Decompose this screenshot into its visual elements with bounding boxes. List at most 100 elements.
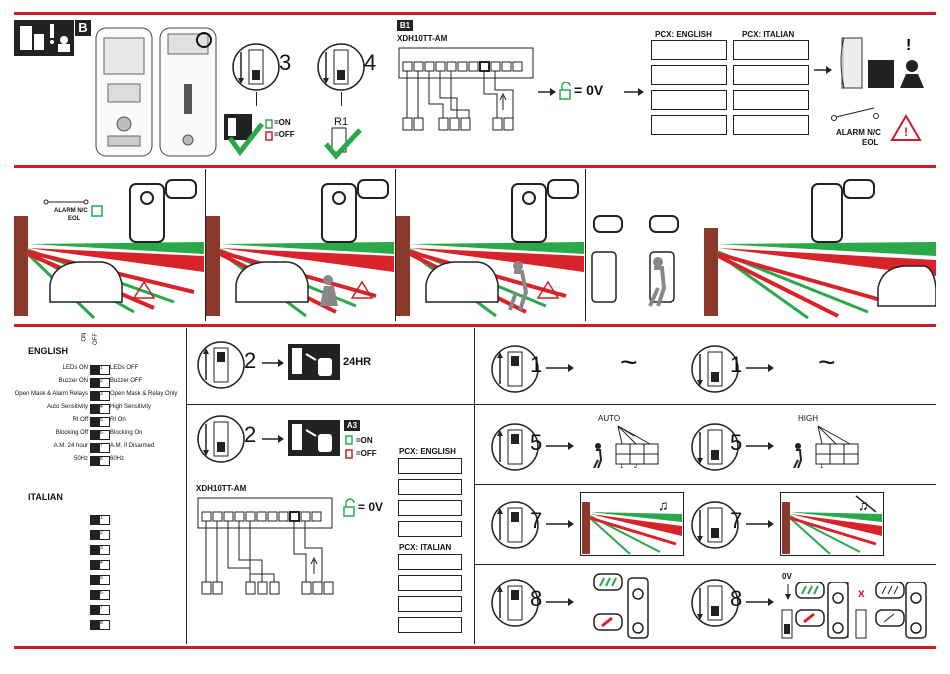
r1-check xyxy=(324,126,374,160)
switch-left-label: Open Mask & Alarm Relays xyxy=(14,391,88,397)
pcx-en-mid-2 xyxy=(398,479,462,495)
dip-switch-4: 4 xyxy=(316,42,386,92)
pcx-en-box-2 xyxy=(651,65,727,85)
switch-right-label: Buzzer OFF xyxy=(110,378,143,384)
on-header: ON xyxy=(81,332,88,342)
switch-left-label: Buzzer ON xyxy=(58,378,88,384)
switch-right-label: Blocking On xyxy=(110,430,143,436)
switch-number: 8 xyxy=(100,456,103,462)
dip-toggle xyxy=(90,515,110,525)
switch-number: 6 xyxy=(100,430,103,436)
pcx-en-box-3 xyxy=(651,90,727,110)
pcx-en-mid-3 xyxy=(398,500,462,516)
italian-switch-row-7: 7 xyxy=(70,604,130,616)
red-line-2 xyxy=(14,165,936,168)
svg-text:♫: ♫ xyxy=(858,497,869,513)
arrow-down-4 xyxy=(341,92,342,106)
mask-a3-icon xyxy=(288,420,340,456)
italian-switch-row-2: 2 xyxy=(70,529,130,541)
switch-row-6: Blocking Off 6 Blocking On xyxy=(14,429,184,441)
ov-label: 0V xyxy=(782,572,792,581)
pcx-it-box-4 xyxy=(733,115,809,135)
switch-left-label: A.M. 24 hour xyxy=(53,443,88,449)
pcx-en-mid-4 xyxy=(398,521,462,537)
switch-right-label: A.M. if Disarmed xyxy=(110,443,155,449)
zero-volt-mid: = 0V xyxy=(342,498,390,520)
pcx-en-box-4 xyxy=(651,115,727,135)
buzzer-on-scene: ♫ xyxy=(579,491,685,557)
b1-tag: B1 xyxy=(397,20,413,31)
dip-switch-1-down: 1 xyxy=(690,344,780,394)
dip-switch-2-a: 2 xyxy=(196,340,266,390)
scene-4-anti-mask xyxy=(588,172,937,320)
dip-toggle xyxy=(90,545,110,555)
dip-toggle xyxy=(90,620,110,630)
scene-1-car: ALARM N/C EOL xyxy=(14,172,204,320)
switch-row-7: A.M. 24 hour 7 A.M. if Disarmed xyxy=(14,442,184,454)
switch-number: 5 xyxy=(100,417,103,423)
pcx-english-mid-title: PCX: ENGLISH xyxy=(399,447,456,456)
switch-number: 7 xyxy=(100,605,103,611)
top-red-line xyxy=(14,12,936,15)
dip-switch-3: 3 xyxy=(231,42,301,92)
dip-switch-7-up: 7 xyxy=(490,500,580,550)
switch-number: 2 xyxy=(100,378,103,384)
dip-switch-5-up: 5 xyxy=(490,422,580,472)
dip-toggle xyxy=(90,530,110,540)
switch-left-label: 50Hz xyxy=(73,456,88,462)
tilde-a: ~ xyxy=(620,346,638,379)
bottom-red-line xyxy=(14,646,936,649)
switch-number: 4 xyxy=(100,560,103,566)
off-header: OFF xyxy=(93,333,99,345)
italian-switch-row-1: 1 xyxy=(70,514,130,526)
xdh-label-mid: XDH10TT-AM xyxy=(196,484,247,493)
high-count-diagram: 1 xyxy=(788,422,868,472)
switch-right-label: Open Mask & Relay Only xyxy=(110,391,178,397)
buzzer-off-scene: ♫ xyxy=(779,491,885,557)
arrow-right-24hr xyxy=(262,356,286,368)
svg-text:!: ! xyxy=(904,125,908,139)
pcx-it-box-3 xyxy=(733,90,809,110)
a3-on-off-legend: =ON =OFF xyxy=(344,434,394,462)
switch-number: 8 xyxy=(100,620,103,626)
switch-left-label: Blocking Off xyxy=(55,430,88,436)
dip-toggle xyxy=(90,430,110,440)
italian-switch-row-4: 4 xyxy=(70,559,130,571)
svg-text:!: ! xyxy=(906,37,911,54)
pcx-italian-top-title: PCX: ITALIAN xyxy=(742,30,795,39)
switch-row-2: Buzzer ON 2 Buzzer OFF xyxy=(14,377,184,389)
pcx-it-box-1 xyxy=(733,40,809,60)
dip-toggle xyxy=(90,590,110,600)
wiring-diagram-mid xyxy=(196,494,346,604)
r1-label: R1 xyxy=(334,116,349,128)
dip-toggle xyxy=(90,378,110,388)
italian-switch-row-3: 3 xyxy=(70,544,130,556)
red-line-3 xyxy=(14,324,936,327)
dip-toggle xyxy=(90,575,110,585)
device-open-drawing xyxy=(92,24,222,160)
switch-number: 7 xyxy=(100,443,103,449)
italian-title: ITALIAN xyxy=(28,492,63,502)
auto-label: AUTO xyxy=(598,414,621,423)
arrow-right-a3 xyxy=(262,432,286,444)
dip-switch-7-down: 7 xyxy=(690,500,780,550)
led-test-diagram-a xyxy=(590,572,664,642)
tilde-b: ~ xyxy=(818,346,836,379)
switch-number: 5 xyxy=(100,575,103,581)
switch-right-label: 60Hz xyxy=(110,456,125,462)
mask-24hr-icon xyxy=(288,344,340,380)
dip-toggle xyxy=(90,417,110,427)
dip-toggle xyxy=(90,365,110,375)
italian-switch-row-8: 8 xyxy=(70,619,130,631)
dip-switch-5-down: 5 xyxy=(690,422,780,472)
scene-2-crouching-person xyxy=(206,172,394,320)
section-letter: B xyxy=(75,20,91,36)
italian-switch-row-6: 6 xyxy=(70,589,130,601)
led-test-diagram-b: x xyxy=(778,574,930,642)
switch-number: 3 xyxy=(100,545,103,551)
switch-number: 1 xyxy=(100,365,103,371)
switch-number: 4 xyxy=(100,404,103,410)
